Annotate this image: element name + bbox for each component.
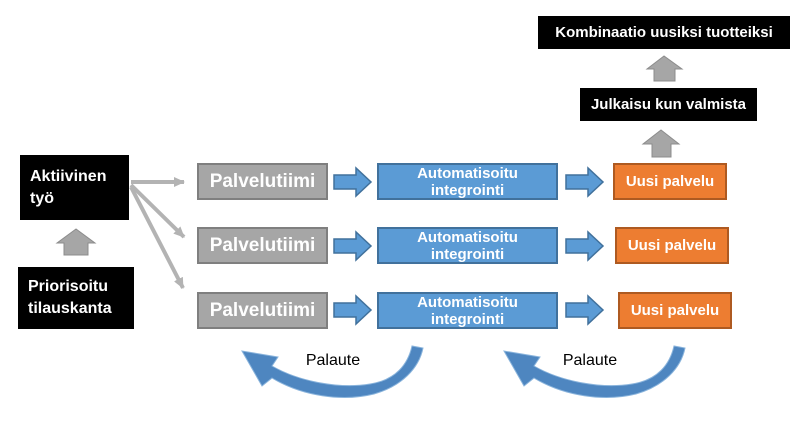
integration-label: Automatisoitu integrointi <box>417 228 518 263</box>
combination-box: Kombinaatio uusiksi tuotteiksi <box>538 16 790 49</box>
service-team-label: Palvelutiimi <box>209 170 316 192</box>
new-service-label: Uusi palvelu <box>630 302 720 319</box>
new-service-box: Uusi palvelu <box>618 292 732 329</box>
integration-box: Automatisoitu integrointi <box>377 227 558 264</box>
feedback-arrow-icon <box>241 345 686 398</box>
fan-arrow-icon <box>129 177 186 289</box>
up-arrow-icon <box>641 129 681 158</box>
integration-label: Automatisoitu integrointi <box>417 293 518 328</box>
right-arrow-icon <box>333 166 605 326</box>
service-team-box: Palvelutiimi <box>197 163 328 200</box>
feedback-label: Palaute <box>305 352 361 369</box>
new-service-box: Uusi palvelu <box>615 227 729 264</box>
integration-box: Automatisoitu integrointi <box>377 163 558 200</box>
service-team-label: Palvelutiimi <box>209 234 316 256</box>
feedback-label: Palaute <box>562 352 618 369</box>
active-work-box: Aktiivinen työ <box>20 155 129 220</box>
combination-label: Kombinaatio uusiksi tuotteiksi <box>555 24 773 41</box>
service-team-label: Palvelutiimi <box>209 299 316 321</box>
integration-label: Automatisoitu integrointi <box>417 164 518 199</box>
new-service-label: Uusi palvelu <box>625 173 715 190</box>
integration-box: Automatisoitu integrointi <box>377 292 558 329</box>
up-arrow-icon <box>645 55 684 82</box>
up-arrow-icon <box>55 228 97 256</box>
publish-box: Julkaisu kun valmista <box>580 88 757 121</box>
publish-label: Julkaisu kun valmista <box>590 96 747 113</box>
service-team-box: Palvelutiimi <box>197 227 328 264</box>
backlog-box: Priorisoitu tilauskanta <box>18 267 134 329</box>
backlog-label: Priorisoitu tilauskanta <box>28 278 112 317</box>
active-work-label: Aktiivinen työ <box>30 167 107 207</box>
new-service-label: Uusi palvelu <box>627 237 717 254</box>
new-service-box: Uusi palvelu <box>613 163 727 200</box>
service-team-box: Palvelutiimi <box>197 292 328 329</box>
